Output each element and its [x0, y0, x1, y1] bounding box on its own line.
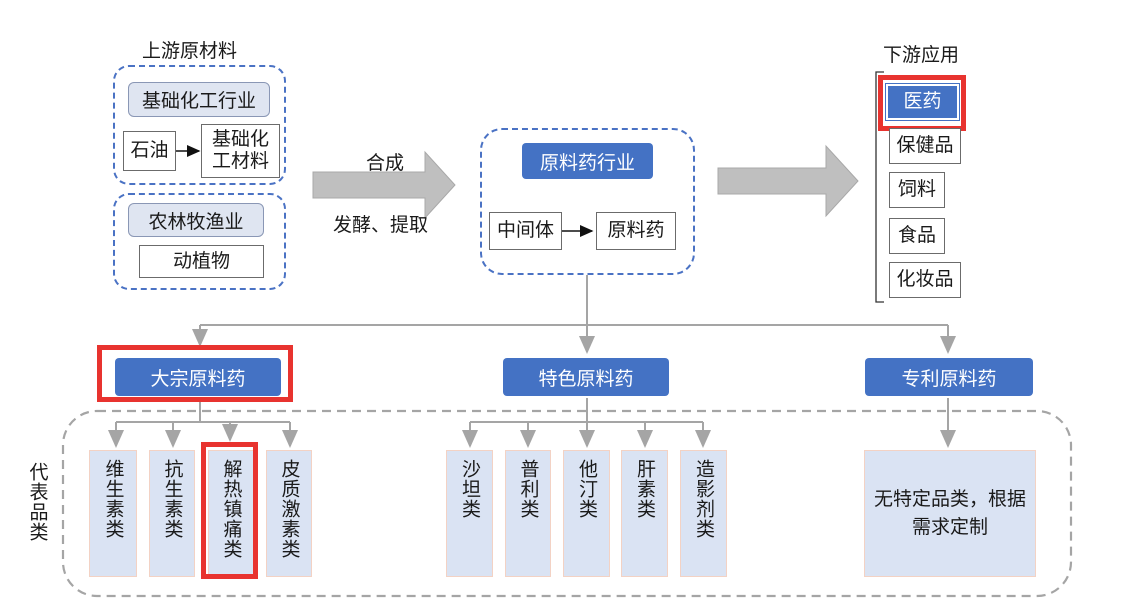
synthesis-label: 合成 — [366, 152, 405, 174]
basic-chem-materials-box: 基础化工材料 — [201, 124, 280, 178]
agri-industry-group — [113, 193, 286, 290]
specialty-product-statins: 他汀类 — [563, 450, 610, 577]
downstream-arrow — [717, 144, 859, 218]
petroleum-box: 石油 — [123, 131, 176, 171]
downstream-item-food: 食品 — [889, 218, 945, 254]
bulk-product-analgesics: 解热镇痛类 — [208, 450, 254, 577]
bulk-product-vitamins: 维生素类 — [89, 450, 137, 577]
chemical-industry-group — [113, 65, 286, 185]
fermentation-label: 发酵、提取 — [333, 214, 429, 236]
bulk-highlight-frame — [97, 345, 293, 402]
patent-products-text: 无特定品类，根据需求定制 — [873, 487, 1026, 538]
intermediate-box: 中间体 — [489, 212, 562, 250]
downstream-item-medicine: 医药 — [885, 83, 960, 121]
chemical-industry-box: 基础化工行业 — [128, 82, 270, 117]
bulk-product-corticosteroids: 皮质激素类 — [266, 450, 312, 577]
downstream-item-cosmetics: 化妆品 — [889, 262, 961, 298]
downstream-item-health-products: 保健品 — [889, 128, 961, 164]
synthesis-arrow — [312, 150, 456, 220]
downstream-heading: 下游应用 — [883, 44, 960, 66]
api-industry-title: 原料药行业 — [522, 143, 653, 179]
downstream-item-feed: 饲料 — [889, 172, 945, 208]
agri-industry-box: 农林牧渔业 — [128, 203, 264, 237]
category-patent: 专利原料药 — [865, 358, 1033, 396]
bulk-product-antibiotics: 抗生素类 — [149, 450, 195, 577]
patent-products-box: 无特定品类，根据需求定制 — [864, 450, 1036, 577]
category-specialty: 特色原料药 — [503, 358, 669, 396]
animals-plants-box: 动植物 — [139, 245, 264, 278]
api-box: 原料药 — [596, 212, 676, 250]
specialty-product-prils: 普利类 — [505, 450, 551, 577]
category-bulk: 大宗原料药 — [115, 358, 281, 396]
specialty-product-sartans: 沙坦类 — [446, 450, 493, 577]
specialty-product-contrast-agents: 造影剂类 — [680, 450, 727, 577]
representative-label-wrap: 代表品类 — [24, 462, 50, 542]
api-industry-group — [480, 128, 695, 275]
specialty-product-heparins: 肝素类 — [621, 450, 668, 577]
representative-region — [61, 409, 1073, 598]
representative-label: 代表品类 — [26, 462, 49, 542]
downstream-bracket — [875, 71, 884, 303]
upstream-heading: 上游原材料 — [142, 40, 238, 62]
medicine-highlight-frame — [878, 75, 966, 131]
analgesics-highlight-frame — [201, 442, 258, 579]
